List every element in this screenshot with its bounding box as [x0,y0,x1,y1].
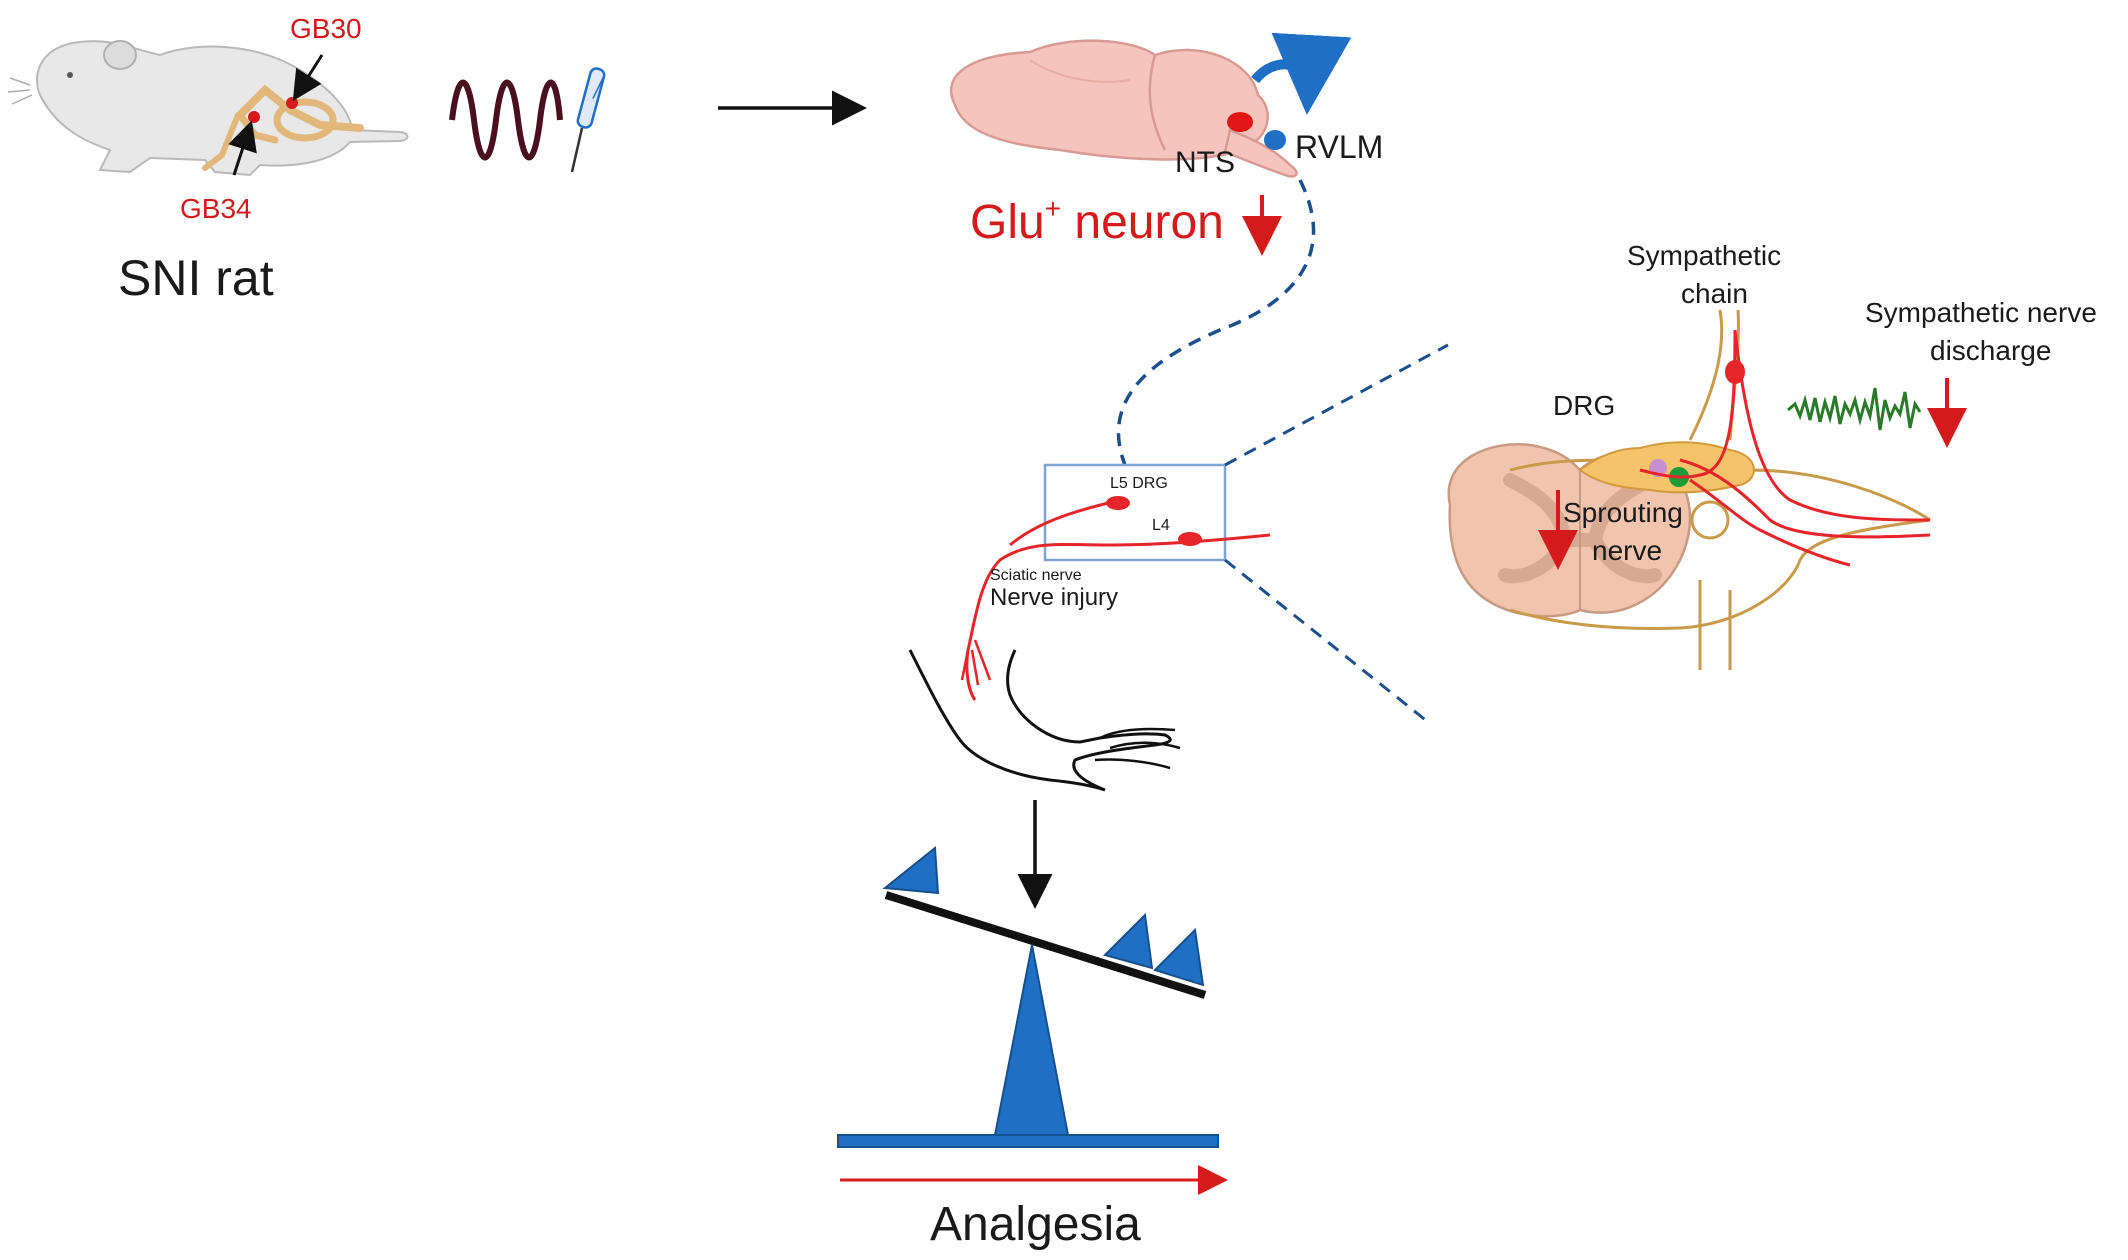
weight-left [882,846,940,895]
weight-right-2 [1153,927,1205,987]
gb30-label: GB30 [290,13,362,44]
balance-seesaw [837,846,1219,1148]
rat-caption: SNI rat [118,250,274,306]
rvlm-marker [1264,130,1286,150]
sympathetic-discharge-trace [1787,387,1922,431]
gb34-arrow [228,120,257,176]
descending-pathway [1116,179,1316,466]
sympathetic-fibers [1639,329,1931,567]
brain-illustration [949,32,1352,178]
zoom-line-lower [1224,558,1429,724]
discharge-label-line1: Sympathetic nerve [1865,297,2097,328]
sciatic-nerve-drawing [960,496,1271,701]
sine-wave-icon [449,79,563,161]
zoom-line-upper [1224,343,1449,467]
seesaw-fulcrum [993,944,1070,1136]
nts-marker [1227,112,1253,132]
analgesia-label: Analgesia [930,1198,1141,1251]
drg-zoom-box [1043,463,1227,562]
l5-drg-label: L5 DRG [1110,475,1168,492]
rat-illustration [7,40,409,177]
needle-icon [570,67,606,173]
gb34-point [248,111,260,123]
sprouting-label-line2: nerve [1592,535,1662,566]
gb30-arrow [292,54,324,102]
sympathetic-ganglion-neuron [1725,360,1745,384]
nts-label: NTS [1175,146,1235,179]
gb30-point [286,97,298,109]
sympathetic-chain-label-line2: chain [1681,278,1748,309]
seesaw-beam [884,891,1207,999]
sprouting-label-line1: Sprouting [1563,497,1683,528]
gb34-label: GB34 [180,193,252,224]
rvlm-label: RVLM [1295,129,1383,165]
weight-right-1 [1103,912,1154,970]
hind-paw-outline [908,649,1172,792]
glu-neuron-label: Glu+ neuron [970,193,1224,249]
nerve-injury-label: Nerve injury [990,584,1118,611]
nts-to-rvlm-arrow [1251,32,1352,115]
drg-label: DRG [1553,390,1615,421]
discharge-label-line2: discharge [1930,335,2051,366]
sciatic-nerve-label: Sciatic nerve [990,567,1082,584]
l4-label: L4 [1152,517,1170,534]
seesaw-base [837,1134,1219,1148]
sympathetic-chain-label-line1: Sympathetic [1627,240,1781,271]
